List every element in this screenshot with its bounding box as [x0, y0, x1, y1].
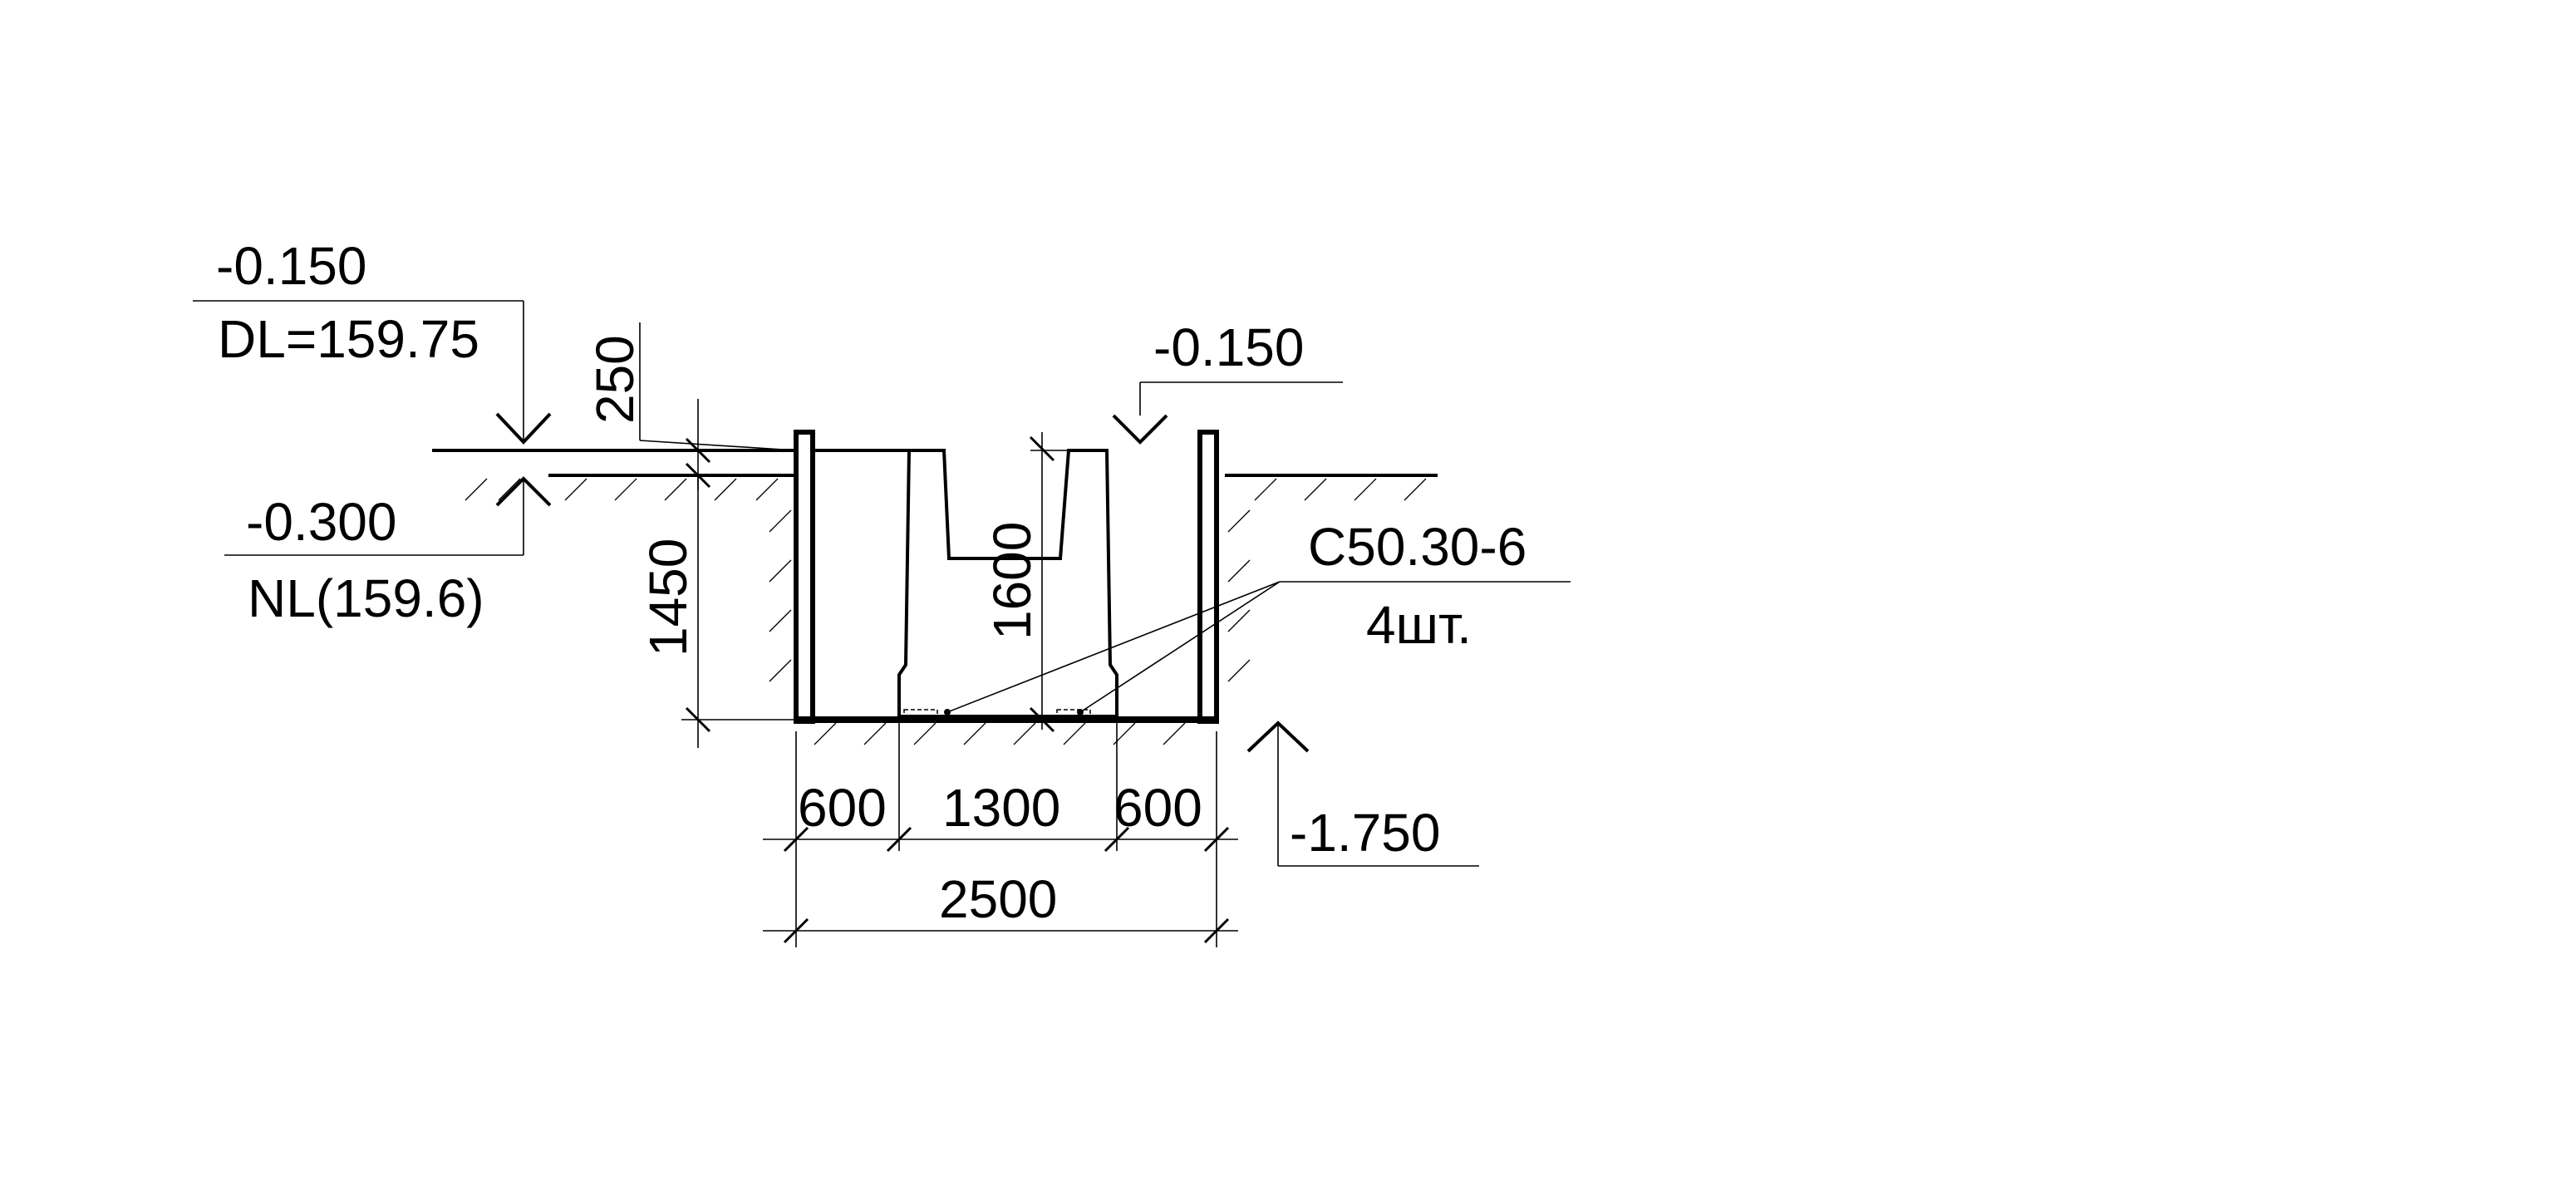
dim-1600-label: 1600	[982, 522, 1042, 640]
dim-1300-label: 1300	[942, 778, 1060, 838]
block-right	[1056, 709, 1091, 719]
soil-hatching	[465, 478, 1427, 745]
channel-element	[813, 449, 1118, 719]
dim-chain-top: 600 1300 600	[763, 723, 1238, 947]
dim-1450-label: 1450	[638, 539, 698, 657]
natural-level-label: NL(159.6)	[248, 568, 484, 628]
level-marker-top-left: -0.150 DL=159.75	[193, 236, 552, 445]
element-callout: С50.30-6 4шт.	[946, 517, 1571, 713]
top-right-level-mark: -0.150	[1153, 317, 1304, 377]
dim-1600: 1600	[982, 432, 1072, 733]
ground-lines	[432, 449, 1438, 477]
dim-250: 250	[585, 322, 797, 490]
block-left	[903, 709, 938, 719]
dim-600-left-label: 600	[798, 778, 887, 838]
left-wall	[794, 430, 815, 724]
top-left-level-mark: -0.150	[216, 236, 366, 296]
element-code-label: С50.30-6	[1308, 517, 1526, 577]
level-marker-ground-left: -0.300 NL(159.6)	[224, 476, 552, 628]
ground-left-level-mark: -0.300	[246, 492, 396, 552]
design-level-label: DL=159.75	[218, 309, 479, 369]
dim-600-right-label: 600	[1113, 778, 1202, 838]
channel-inner-left	[905, 450, 910, 666]
right-wall	[1197, 430, 1219, 724]
pit-structure	[794, 430, 1219, 724]
level-marker-top-right: -0.150	[1112, 317, 1343, 445]
bottom-level-mark: -1.750	[1290, 803, 1440, 863]
dim-2500-label: 2500	[939, 869, 1057, 929]
level-marker-bottom: -1.750	[1246, 720, 1479, 867]
dim-250-label: 250	[585, 335, 645, 424]
channel-outline	[813, 449, 1118, 718]
element-quantity-label: 4шт.	[1366, 595, 1472, 655]
dim-overall: 2500	[763, 869, 1238, 944]
dim-1450: 1450	[638, 475, 796, 748]
